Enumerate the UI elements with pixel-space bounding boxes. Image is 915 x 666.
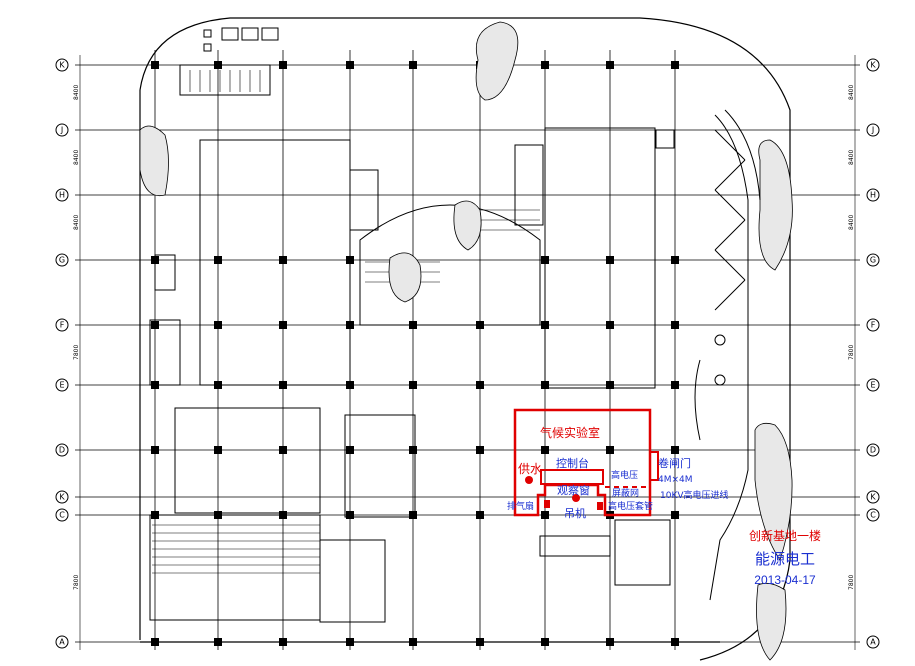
axis-label: J	[60, 126, 63, 135]
landscape-trees	[139, 21, 793, 661]
high-voltage-label: 高电压	[611, 469, 638, 481]
dimension-text: 7800	[848, 575, 855, 590]
axis-label: G	[59, 256, 65, 265]
climate-lab-outline	[513, 408, 652, 517]
row-axis-markers-right: K J H G F E D K C A	[866, 58, 880, 649]
axis-label: K	[59, 493, 65, 502]
building-outline	[139, 17, 791, 661]
axis-label: E	[59, 381, 64, 390]
dimension-text: 8400	[73, 150, 80, 165]
axis-label: D	[59, 446, 65, 455]
rolling-door-box	[649, 451, 659, 481]
rolling-door-label: 卷闸门	[658, 456, 691, 470]
dimension-text: 8400	[848, 215, 855, 230]
control-desk-label: 控制台	[556, 456, 589, 470]
water-supply-dot	[525, 476, 533, 484]
project-title: 创新基地一楼	[748, 529, 821, 543]
water-supply-label: 供水	[518, 462, 542, 476]
axis-label: C	[870, 511, 876, 520]
axis-label: K	[870, 61, 876, 70]
crane-label: 吊机	[564, 506, 586, 520]
legend-block: 创新基地一楼 能源电工 2013-04-17	[740, 528, 830, 588]
dimension-text: 7800	[73, 345, 80, 360]
climate-lab-markers	[525, 476, 603, 510]
axis-label: A	[59, 638, 65, 647]
dimension-texts-right: 8400 8400 8400 7800 7800	[848, 85, 855, 590]
axis-label: K	[870, 493, 876, 502]
hv-bushing-label: 高电压套管	[608, 500, 653, 512]
hv-inlet-label: 10KV高电压进线	[660, 489, 729, 501]
axis-label: E	[870, 381, 875, 390]
door-size-label: 4M×4M	[658, 475, 693, 485]
crane-dot	[572, 494, 580, 502]
axis-label: J	[871, 126, 874, 135]
axis-label: A	[870, 638, 876, 647]
stair-hatching	[152, 70, 540, 574]
columns	[151, 61, 679, 646]
row-axis-markers-left: K J H G F E D K C A	[55, 58, 69, 649]
shield-net-label: 屏蔽网	[612, 487, 639, 499]
right-facade-structure	[694, 109, 761, 601]
dimension-text: 8400	[848, 85, 855, 100]
exhaust-fan-label: 排气扇	[507, 500, 534, 512]
lab-name-label: 气候实验室	[540, 425, 600, 440]
dimension-texts-left: 8400 8400 8400 7800 7800	[73, 85, 80, 590]
dimension-text: 7800	[73, 575, 80, 590]
dimension-text: 7800	[848, 345, 855, 360]
axis-label: D	[870, 446, 876, 455]
exhaust-fan-marker	[544, 500, 550, 508]
bushing-marker	[597, 502, 603, 510]
dimension-text: 8400	[73, 85, 80, 100]
axis-label: F	[871, 321, 876, 330]
axis-label: H	[59, 191, 65, 200]
date-label: 2013-04-17	[754, 573, 816, 587]
axis-label: G	[870, 256, 876, 265]
observation-window-label: 观察窗	[557, 483, 590, 497]
axis-label: F	[60, 321, 65, 330]
organization-name: 能源电工	[754, 550, 815, 568]
dimension-text: 8400	[848, 150, 855, 165]
axis-label: H	[870, 191, 876, 200]
axis-label: C	[59, 511, 65, 520]
dimension-text: 8400	[73, 215, 80, 230]
dimension-lines	[79, 55, 856, 650]
axis-label: K	[59, 61, 65, 70]
